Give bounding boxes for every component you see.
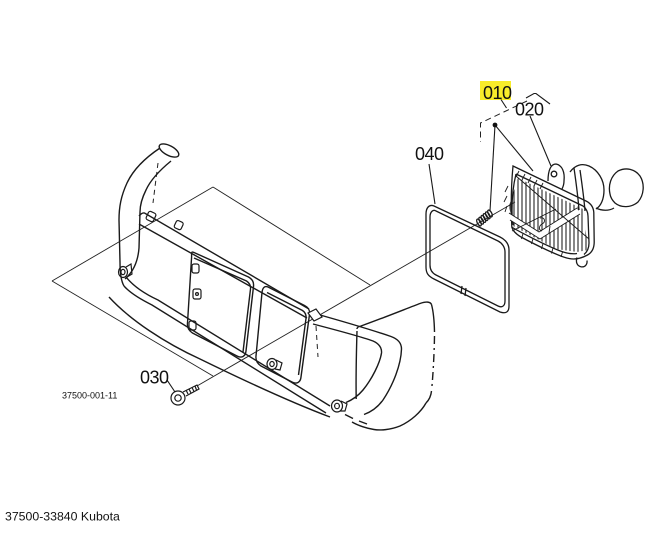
svg-text:010: 010 [483, 83, 512, 103]
svg-text:030: 030 [140, 368, 169, 388]
svg-text:040: 040 [415, 144, 444, 164]
svg-text:020: 020 [515, 100, 544, 120]
svg-text:37500-001-11: 37500-001-11 [62, 391, 117, 401]
svg-text:37500-33840 Kubota: 37500-33840 Kubota [5, 510, 120, 524]
